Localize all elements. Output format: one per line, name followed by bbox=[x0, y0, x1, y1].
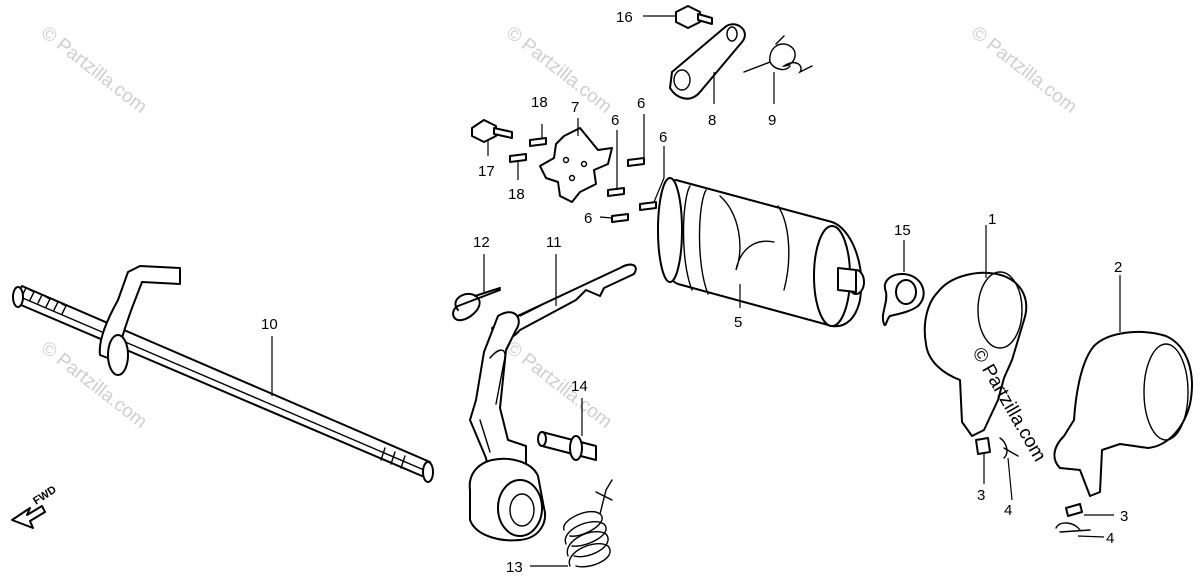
callout-5[interactable]: 5 bbox=[734, 314, 742, 331]
callout-10[interactable]: 10 bbox=[261, 316, 278, 333]
watermark: © Partzilla.com bbox=[502, 22, 616, 117]
callout-8[interactable]: 8 bbox=[708, 112, 716, 129]
callout-6[interactable]: 6 bbox=[659, 129, 667, 146]
part-gearshift-arm[interactable] bbox=[468, 311, 546, 542]
callout-9[interactable]: 9 bbox=[768, 112, 776, 129]
callout-15[interactable]: 15 bbox=[894, 222, 911, 239]
part-shift-drum[interactable] bbox=[657, 177, 865, 328]
part-shift-pins[interactable] bbox=[607, 157, 657, 223]
part-spring-clip[interactable] bbox=[452, 287, 501, 322]
callout-3[interactable]: 3 bbox=[1120, 508, 1128, 525]
part-stopper-spring[interactable] bbox=[743, 35, 813, 74]
leader-lines bbox=[271, 15, 1121, 567]
part-shift-shaft[interactable] bbox=[12, 265, 434, 483]
callout-6[interactable]: 6 bbox=[584, 210, 592, 227]
callout-4[interactable]: 4 bbox=[1004, 502, 1012, 519]
fwd-label: FWD bbox=[31, 484, 59, 508]
part-stopper-plate[interactable] bbox=[881, 273, 925, 326]
fwd-arrow-icon bbox=[11, 505, 46, 529]
part-small-pins[interactable] bbox=[509, 137, 547, 163]
watermark: © Partzilla.com bbox=[967, 22, 1081, 117]
callout-11[interactable]: 11 bbox=[546, 234, 562, 251]
callout-14[interactable]: 14 bbox=[571, 378, 588, 395]
callout-7[interactable]: 7 bbox=[571, 99, 579, 116]
callout-16[interactable]: 16 bbox=[616, 9, 633, 26]
callout-3[interactable]: 3 bbox=[977, 487, 985, 504]
callout-2[interactable]: 2 bbox=[1114, 259, 1122, 276]
watermark: © Partzilla.com bbox=[502, 337, 616, 432]
part-star-plate[interactable] bbox=[539, 127, 613, 203]
callout-6[interactable]: 6 bbox=[637, 95, 645, 112]
part-bolt-17[interactable] bbox=[471, 119, 513, 143]
part-torsion-spring[interactable] bbox=[563, 479, 613, 568]
watermark: © Partzilla.com bbox=[37, 22, 151, 117]
callout-18[interactable]: 18 bbox=[508, 186, 525, 203]
part-bolt-16[interactable] bbox=[675, 5, 713, 29]
part-pin[interactable] bbox=[537, 431, 597, 461]
fwd-indicator: FWD bbox=[11, 484, 59, 529]
callout-17[interactable]: 17 bbox=[478, 163, 495, 180]
callout-18[interactable]: 18 bbox=[531, 94, 548, 111]
part-stopper-arm[interactable] bbox=[669, 23, 746, 100]
part-shift-fork-2[interactable] bbox=[1053, 330, 1193, 533]
callout-4[interactable]: 4 bbox=[1106, 530, 1114, 547]
callout-labels: 1 2 3 3 4 4 5 6 6 6 6 7 8 9 10 11 12 13 … bbox=[261, 9, 1128, 576]
callout-13[interactable]: 13 bbox=[506, 559, 523, 576]
callout-12[interactable]: 12 bbox=[473, 234, 490, 251]
callout-1[interactable]: 1 bbox=[988, 211, 996, 228]
callout-6[interactable]: 6 bbox=[611, 112, 619, 129]
part-shift-fork-1[interactable] bbox=[923, 271, 1028, 459]
